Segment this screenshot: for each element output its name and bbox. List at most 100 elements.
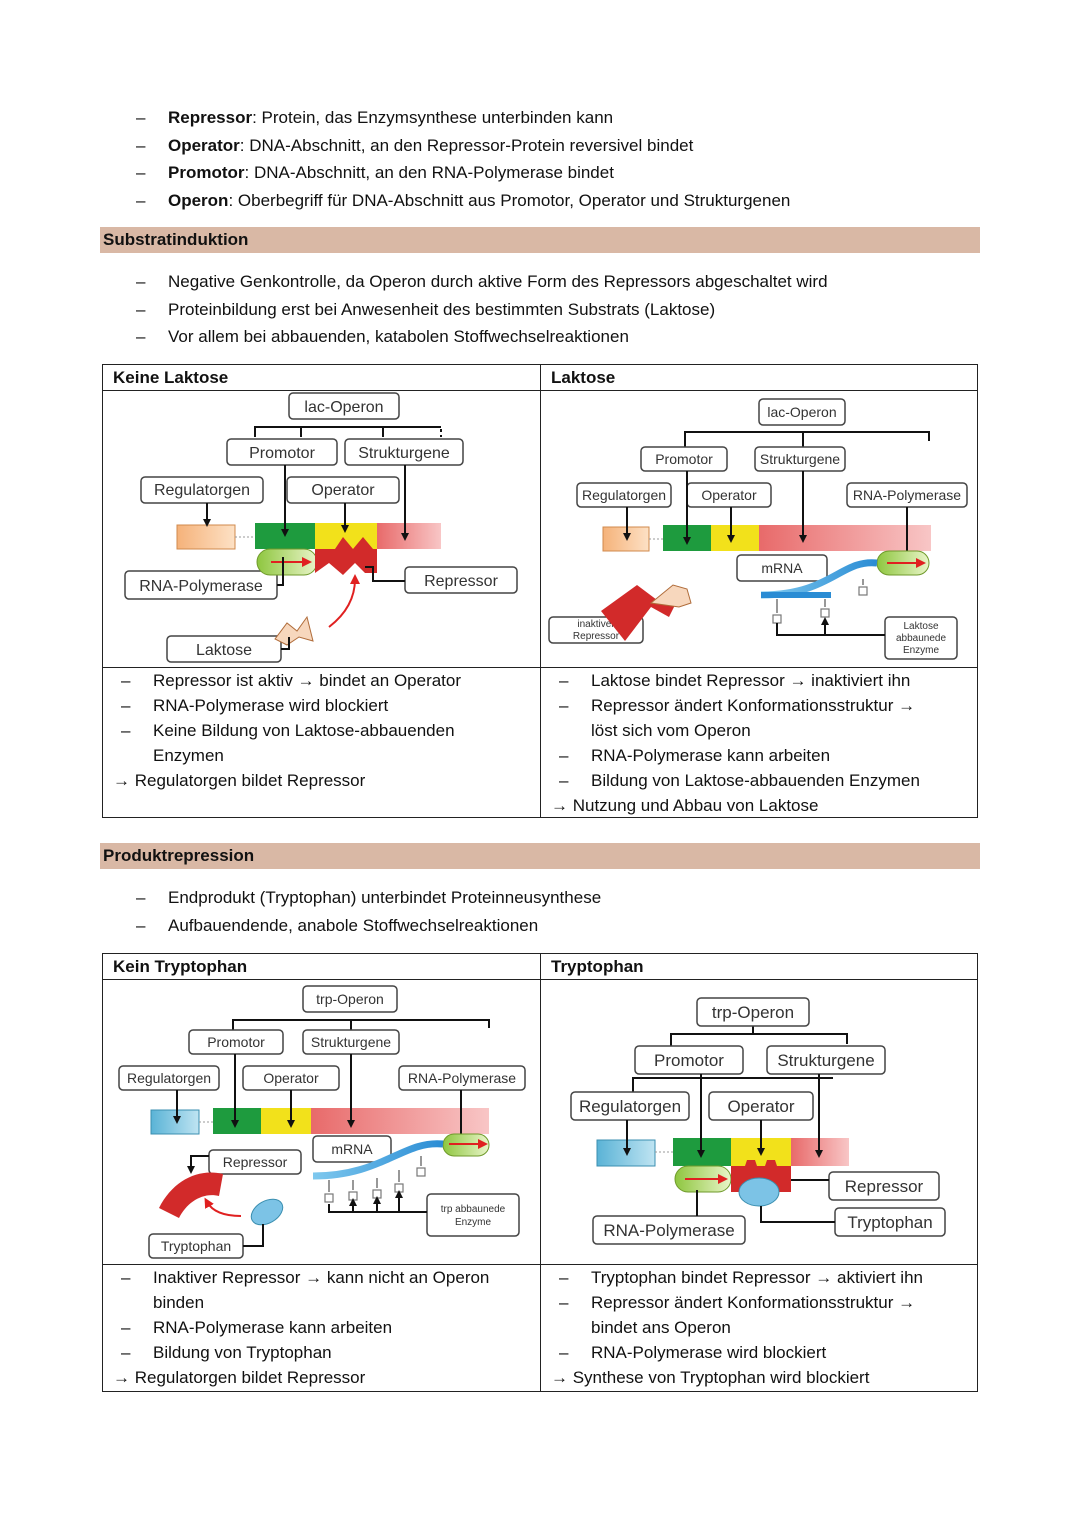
note-item: Repressor ändert Konformationsstruktur → — [541, 693, 978, 718]
panel-laktose: Laktose lac-Operon Promotor Strukturgene… — [540, 365, 978, 817]
note-item: Inaktiver Repressor → kann nicht an Oper… — [103, 1265, 540, 1290]
definition-item: Promotor: DNA-Abschnitt, an den RNA-Poly… — [136, 159, 790, 187]
bullet-item: Aufbauendende, anabole Stoffwechselreakt… — [136, 912, 601, 940]
note-item: Repressor ändert Konformationsstruktur → — [541, 1290, 978, 1315]
note-list: Repressor ist aktiv → bindet an Operator… — [103, 668, 540, 768]
label-strukturgene: Strukturgene — [777, 1051, 874, 1070]
produkt-panel-table: Kein Tryptophan trp-Operon Promotor Stru… — [102, 953, 978, 1392]
label-enzyme-1: trp abbaunede — [441, 1204, 506, 1215]
label-strukturgene: Strukturgene — [358, 445, 450, 462]
note-conclusion: → Synthese von Tryptophan wird blockiert — [551, 1368, 870, 1387]
label-repressor: Repressor — [845, 1177, 924, 1196]
note-item: RNA-Polymerase wird blockiert — [103, 693, 540, 718]
bullet-item: Endprodukt (Tryptophan) unterbindet Prot… — [136, 884, 601, 912]
panel-notes: Laktose bindet Repressor → inaktiviert i… — [541, 667, 978, 818]
note-item: RNA-Polymerase kann arbeiten — [103, 1315, 540, 1340]
label-operon: trp-Operon — [712, 1003, 794, 1022]
note-conclusion: → Regulatorgen bildet Repressor — [113, 771, 366, 790]
substrat-panel-table: Keine Laktose lac-Operon Promotor Strukt… — [102, 364, 978, 818]
note-item: Bildung von Laktose-abbauenden Enzymen — [541, 768, 978, 793]
definition-list: Repressor: Protein, das Enzymsynthese un… — [136, 104, 790, 214]
label-operon: trp-Operon — [316, 991, 384, 1007]
panel-kein-tryptophan: Kein Tryptophan trp-Operon Promotor Stru… — [103, 954, 540, 1391]
definition-item: Repressor: Protein, das Enzymsynthese un… — [136, 104, 790, 132]
panel-notes: Repressor ist aktiv → bindet an Operator… — [103, 667, 540, 793]
panel-notes: Tryptophan bindet Repressor → aktiviert … — [541, 1264, 978, 1390]
note-item: Tryptophan bindet Repressor → aktiviert … — [541, 1265, 978, 1290]
panel-header: Tryptophan — [541, 954, 978, 980]
label-tryptophan: Tryptophan — [847, 1213, 932, 1232]
definition-text: : Oberbegriff für DNA-Abschnitt aus Prom… — [228, 190, 791, 210]
definition-item: Operator: DNA-Abschnitt, an den Represso… — [136, 132, 790, 160]
note-list: Laktose bindet Repressor → inaktiviert i… — [541, 668, 978, 793]
definition-text: : DNA-Abschnitt, an den RNA-Polymerase b… — [244, 163, 614, 182]
label-operon: lac-Operon — [767, 404, 836, 420]
label-promotor: Promotor — [654, 1051, 724, 1070]
label-repressor: Repressor — [573, 631, 620, 642]
label-tryptophan: Tryptophan — [161, 1238, 231, 1254]
definition-term: Operon — [168, 190, 229, 210]
label-mrna: mRNA — [331, 1141, 373, 1157]
label-operator: Operator — [701, 487, 757, 503]
note-item: RNA-Polymerase wird blockiert — [541, 1340, 978, 1365]
note-list: Tryptophan bindet Repressor → aktiviert … — [541, 1265, 978, 1365]
note-conclusion: → Regulatorgen bildet Repressor — [113, 1368, 366, 1387]
panel-header: Kein Tryptophan — [103, 954, 540, 980]
note-item: Keine Bildung von Laktose-abbauenden — [103, 718, 540, 743]
label-regulatorgen: Regulatorgen — [127, 1070, 211, 1086]
label-regulatorgen: Regulatorgen — [582, 487, 666, 503]
definition-text: : DNA-Abschnitt, an den Repressor-Protei… — [239, 135, 694, 155]
note-conclusion: → Nutzung und Abbau von Laktose — [551, 796, 819, 815]
label-repressor: Repressor — [223, 1154, 288, 1170]
label-repressor: Repressor — [424, 573, 498, 590]
bullet-item: Proteinbildung erst bei Anwesenheit des … — [136, 296, 828, 324]
bullet-item: Negative Genkontrolle, da Operon durch a… — [136, 268, 828, 296]
panel-header: Laktose — [541, 365, 978, 391]
panel-tryptophan: Tryptophan trp-Operon Promotor Strukturg… — [540, 954, 978, 1391]
label-operon: lac-Operon — [304, 399, 383, 416]
diagram-laktose: lac-Operon Promotor Strukturgene Regulat… — [548, 398, 968, 660]
note-continuation: löst sich vom Operon — [591, 721, 751, 740]
label-enzyme-2: Enzyme — [455, 1217, 492, 1228]
label-enzyme-1: Laktose — [903, 621, 938, 632]
label-enzyme-2: abbaunede — [896, 633, 946, 644]
definition-term: Promotor — [168, 163, 245, 182]
definition-term: Operator — [168, 135, 240, 155]
diagram-keine-laktose: lac-Operon Promotor Strukturgene Regulat… — [124, 392, 518, 663]
substrat-bullets: Negative Genkontrolle, da Operon durch a… — [136, 268, 828, 351]
note-continuation: binden — [153, 1293, 205, 1312]
definition-item: Operon: Oberbegriff für DNA-Abschnitt au… — [136, 187, 790, 215]
label-polymerase: RNA-Polymerase — [408, 1070, 516, 1086]
bullet-item: Vor allem bei abbauenden, katabolen Stof… — [136, 323, 828, 351]
note-continuation: bindet ans Operon — [591, 1318, 731, 1337]
label-strukturgene: Strukturgene — [311, 1034, 391, 1050]
label-polymerase: RNA-Polymerase — [853, 487, 961, 503]
note-item: Bildung von Tryptophan — [103, 1340, 540, 1365]
label-promotor: Promotor — [207, 1034, 265, 1050]
definition-term: Repressor — [168, 108, 253, 127]
section-heading-substratinduktion: Substratinduktion — [100, 227, 980, 253]
label-operator: Operator — [311, 482, 375, 499]
definition-text: : Protein, das Enzymsynthese unterbinden… — [252, 108, 614, 127]
label-inaktiver: inaktiver — [577, 619, 615, 630]
panel-keine-laktose: Keine Laktose lac-Operon Promotor Strukt… — [103, 365, 540, 817]
note-item: RNA-Polymerase kann arbeiten — [541, 743, 978, 768]
label-promotor: Promotor — [655, 451, 713, 467]
label-laktose: Laktose — [196, 642, 252, 659]
label-operator: Operator — [727, 1097, 794, 1116]
panel-notes: Inaktiver Repressor → kann nicht an Oper… — [103, 1264, 540, 1390]
label-regulatorgen: Regulatorgen — [154, 482, 250, 499]
label-promotor: Promotor — [249, 445, 315, 462]
label-strukturgene: Strukturgene — [760, 451, 840, 467]
note-item: Repressor ist aktiv → bindet an Operator — [103, 668, 540, 693]
diagram-kein-tryptophan: trp-Operon Promotor Strukturgene Regulat… — [118, 985, 526, 1259]
section-heading-produktrepression: Produktrepression — [100, 843, 980, 869]
panel-header: Keine Laktose — [103, 365, 540, 391]
label-polymerase: RNA-Polymerase — [603, 1221, 734, 1240]
label-operator: Operator — [263, 1070, 319, 1086]
label-regulatorgen: Regulatorgen — [579, 1097, 681, 1116]
produkt-bullets: Endprodukt (Tryptophan) unterbindet Prot… — [136, 884, 601, 939]
note-list: Inaktiver Repressor → kann nicht an Oper… — [103, 1265, 540, 1365]
diagram-tryptophan: trp-Operon Promotor Strukturgene Regulat… — [570, 997, 946, 1245]
note-continuation: Enzymen — [153, 746, 224, 765]
